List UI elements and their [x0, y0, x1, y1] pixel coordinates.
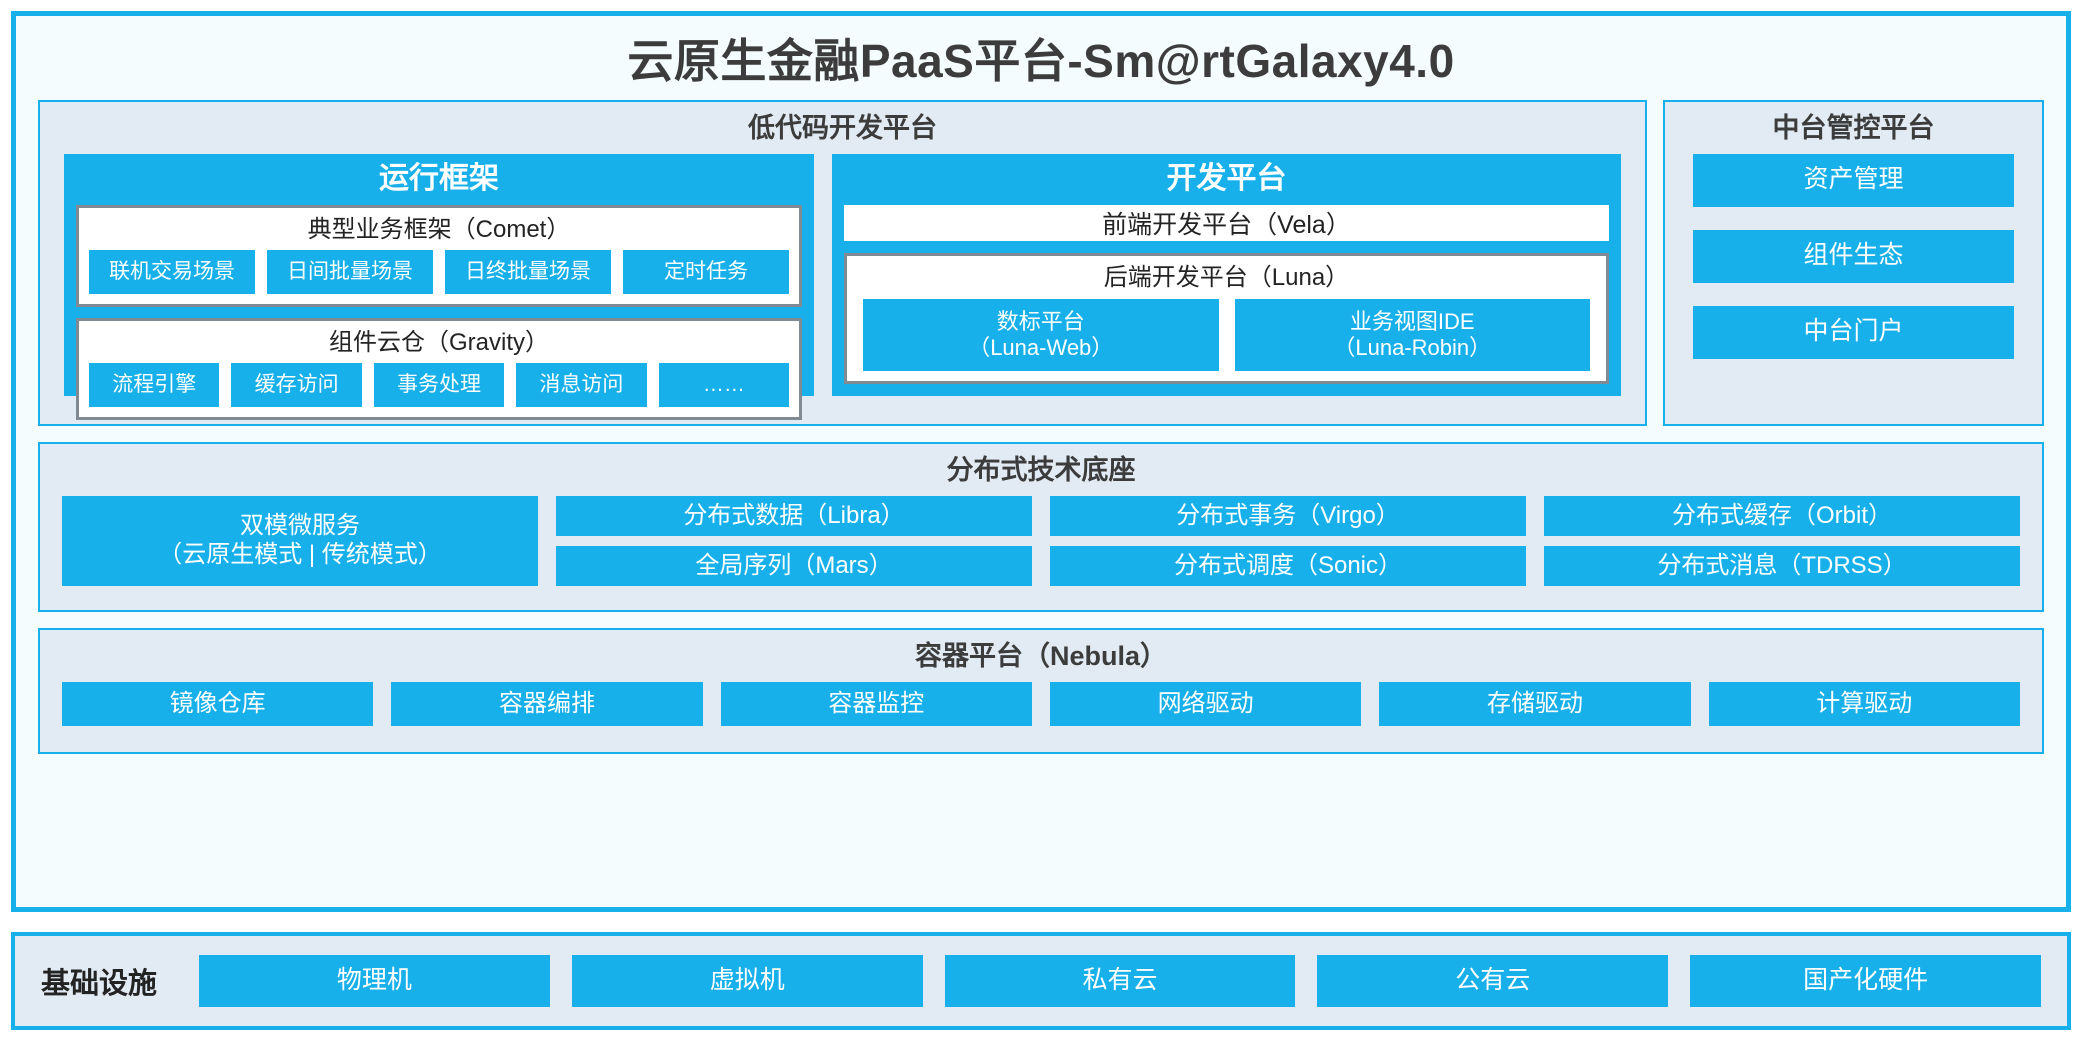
comet-items-row: 联机交易场景 日间批量场景 日终批量场景 定时任务: [89, 250, 789, 295]
dev-platform-title: 开发平台: [1166, 161, 1287, 195]
container-platform-panel: 容器平台（Nebula） 镜像仓库 容器编排 容器监控 网络驱动 存储驱动 计算…: [38, 628, 2044, 754]
luna-items-row: 数标平台 （Luna-Web） 业务视图IDE （Luna-Robin）: [857, 298, 1596, 371]
dual-mode-microservice-code: （云原生模式 | 传统模式）: [158, 540, 442, 568]
midplatform-panel: 中台管控平台 资产管理 组件生态 中台门户: [1663, 100, 2044, 426]
container-item-monitoring[interactable]: 容器监控: [720, 681, 1032, 726]
gravity-item[interactable]: 事务处理: [373, 363, 505, 408]
distributed-item-libra[interactable]: 分布式数据（Libra）: [556, 495, 1032, 536]
luna-title: 后端开发平台（Luna）: [1103, 264, 1350, 292]
luna-robin-tile[interactable]: 业务视图IDE （Luna-Robin）: [1234, 298, 1590, 371]
comet-item[interactable]: 日终批量场景: [445, 250, 611, 295]
midplatform-items: 资产管理 组件生态 中台门户: [1665, 153, 2042, 359]
luna-web-code: （Luna-Web）: [968, 334, 1114, 360]
container-item-storage-driver[interactable]: 存储驱动: [1379, 681, 1691, 726]
midplatform-item-component[interactable]: 组件生态: [1693, 229, 2014, 283]
gravity-item-more[interactable]: ……: [658, 363, 790, 408]
distributed-item-mars[interactable]: 全局序列（Mars）: [556, 545, 1032, 586]
distributed-foundation-panel: 分布式技术底座 双模微服务 （云原生模式 | 传统模式） 分布式数据（Libra…: [38, 442, 2044, 612]
infrastructure-item-physical[interactable]: 物理机: [199, 955, 550, 1007]
distributed-column-microservice: 双模微服务 （云原生模式 | 传统模式）: [62, 495, 538, 586]
distributed-item-orbit[interactable]: 分布式缓存（Orbit）: [1544, 495, 2020, 536]
container-item-compute-driver[interactable]: 计算驱动: [1708, 681, 2020, 726]
gravity-title: 组件云仓（Gravity）: [328, 329, 549, 357]
distributed-column-data: 分布式数据（Libra） 全局序列（Mars）: [556, 495, 1032, 586]
distributed-foundation-title: 分布式技术底座: [946, 455, 1136, 485]
gravity-item[interactable]: 缓存访问: [231, 363, 362, 408]
lowcode-platform-panel: 低代码开发平台 运行框架 典型业务框架（Comet） 联机交易场景 日间批量场景…: [38, 100, 1647, 426]
container-item-orchestration[interactable]: 容器编排: [391, 681, 703, 726]
distributed-column-transaction: 分布式事务（Virgo） 分布式调度（Sonic）: [1050, 495, 1526, 586]
lowcode-platform-title: 低代码开发平台: [748, 113, 937, 143]
runtime-framework-card: 运行框架 典型业务框架（Comet） 联机交易场景 日间批量场景 日终批量场景 …: [64, 153, 814, 421]
midplatform-item-portal[interactable]: 中台门户: [1693, 305, 2014, 359]
comet-title: 典型业务框架（Comet）: [307, 215, 571, 243]
dual-mode-microservice-tile[interactable]: 双模微服务 （云原生模式 | 传统模式）: [62, 495, 538, 586]
distributed-foundation-body: 双模微服务 （云原生模式 | 传统模式） 分布式数据（Libra） 全局序列（M…: [40, 495, 2042, 600]
dev-platform-card: 开发平台 前端开发平台（Vela） 后端开发平台（Luna） 数标平台 （Lun…: [832, 153, 1621, 396]
comet-subbox: 典型业务框架（Comet） 联机交易场景 日间批量场景 日终批量场景 定时任务: [76, 204, 802, 308]
container-platform-items: 镜像仓库 容器编排 容器监控 网络驱动 存储驱动 计算驱动: [40, 681, 2042, 740]
infrastructure-label: 基础设施: [41, 968, 158, 1000]
distributed-item-sonic[interactable]: 分布式调度（Sonic）: [1050, 545, 1526, 586]
vela-frontend-platform[interactable]: 前端开发平台（Vela）: [844, 204, 1609, 242]
infrastructure-item-private-cloud[interactable]: 私有云: [944, 955, 1296, 1007]
comet-item[interactable]: 联机交易场景: [89, 250, 255, 295]
infrastructure-item-public-cloud[interactable]: 公有云: [1317, 955, 1669, 1007]
gravity-item[interactable]: 流程引擎: [89, 363, 220, 408]
luna-web-name: 数标平台: [996, 308, 1085, 334]
page-title: 云原生金融PaaS平台-Sm@rtGalaxy4.0: [627, 35, 1455, 87]
infrastructure-panel: 基础设施 物理机 虚拟机 私有云 公有云 国产化硬件: [11, 932, 2071, 1030]
distributed-item-virgo[interactable]: 分布式事务（Virgo）: [1050, 495, 1526, 536]
infrastructure-item-domestic-hardware[interactable]: 国产化硬件: [1690, 955, 2041, 1007]
page-title-bar: 云原生金融PaaS平台-Sm@rtGalaxy4.0: [38, 16, 2044, 100]
infrastructure-item-virtual[interactable]: 虚拟机: [571, 955, 923, 1007]
gravity-items-row: 流程引擎 缓存访问 事务处理 消息访问 ……: [89, 363, 790, 408]
gravity-subbox: 组件云仓（Gravity） 流程引擎 缓存访问 事务处理 消息访问 ……: [76, 318, 802, 421]
container-platform-title: 容器平台（Nebula）: [914, 641, 1168, 671]
dual-mode-microservice-name: 双模微服务: [239, 512, 360, 540]
luna-subbox: 后端开发平台（Luna） 数标平台 （Luna-Web）: [844, 253, 1609, 384]
midplatform-item-asset[interactable]: 资产管理: [1693, 153, 2014, 207]
top-row: 低代码开发平台 运行框架 典型业务框架（Comet） 联机交易场景 日间批量场景…: [38, 100, 2044, 426]
luna-robin-name: 业务视图IDE: [1349, 308, 1475, 334]
midplatform-title: 中台管控平台: [1772, 113, 1935, 143]
gravity-item[interactable]: 消息访问: [516, 363, 647, 408]
distributed-item-tdrss[interactable]: 分布式消息（TDRSS）: [1544, 545, 2020, 586]
main-frame: 云原生金融PaaS平台-Sm@rtGalaxy4.0 低代码开发平台 运行框架 …: [11, 11, 2071, 912]
comet-item[interactable]: 定时任务: [623, 250, 789, 295]
container-item-registry[interactable]: 镜像仓库: [62, 681, 374, 726]
distributed-column-cache: 分布式缓存（Orbit） 分布式消息（TDRSS）: [1544, 495, 2020, 586]
luna-robin-code: （Luna-Robin）: [1333, 334, 1492, 360]
container-item-network-driver[interactable]: 网络驱动: [1049, 681, 1362, 726]
lowcode-platform-body: 运行框架 典型业务框架（Comet） 联机交易场景 日间批量场景 日终批量场景 …: [40, 153, 1645, 421]
runtime-framework-title: 运行框架: [379, 161, 499, 195]
comet-item[interactable]: 日间批量场景: [267, 250, 433, 295]
luna-web-tile[interactable]: 数标平台 （Luna-Web）: [863, 298, 1219, 371]
